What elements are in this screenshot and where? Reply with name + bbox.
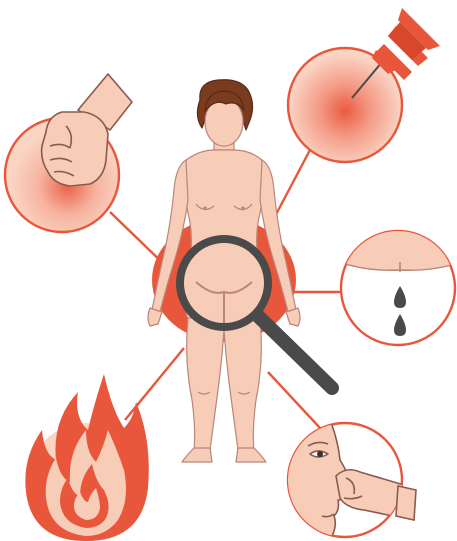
chest-dot-left: [203, 206, 206, 209]
odor-callout: [280, 420, 416, 540]
connector-flame: [125, 348, 184, 420]
right-foot: [236, 448, 266, 462]
right-hand: [286, 308, 300, 326]
burning-callout: [25, 374, 148, 541]
chest-dot-right: [241, 206, 244, 209]
discharge-closeup: [330, 228, 457, 272]
connector-pin: [272, 150, 310, 222]
legs: [187, 318, 262, 450]
connector-nose: [268, 372, 320, 428]
pressing-pain-callout: [5, 74, 132, 232]
left-foot: [182, 448, 212, 462]
pinprick-pain-callout: [288, 8, 440, 162]
flame-icon: [25, 374, 148, 541]
discharge-callout: [330, 228, 457, 345]
wrist: [396, 486, 416, 520]
left-hand: [148, 308, 162, 326]
